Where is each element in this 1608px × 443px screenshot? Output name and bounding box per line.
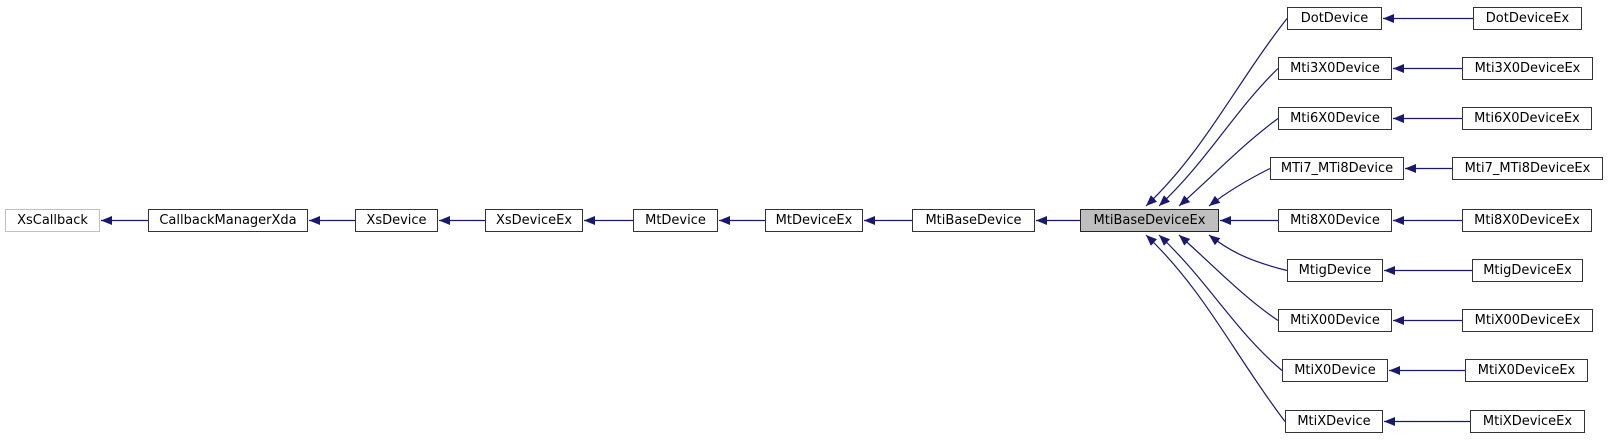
class-node-mtibasedeviceex-current[interactable]: MtiBaseDeviceEx: [1080, 209, 1219, 232]
class-node-mti7-mti8device[interactable]: MTi7_MTi8Device: [1270, 157, 1404, 180]
edge-mtix0device-to-mtibasedeviceex: [1158, 234, 1283, 371]
class-node-xscallback: XsCallback: [5, 209, 100, 232]
class-node-mti8x0deviceex[interactable]: Mti8X0DeviceEx: [1462, 209, 1592, 232]
edge-mtix00device-to-mtibasedeviceex: [1178, 234, 1279, 321]
class-node-mtibasedevice[interactable]: MtiBaseDevice: [912, 209, 1035, 232]
class-node-mti3x0deviceex[interactable]: Mti3X0DeviceEx: [1462, 57, 1593, 80]
edge-mti3x0device-to-mtibasedeviceex: [1158, 68, 1279, 207]
class-node-mtix0deviceex[interactable]: MtiX0DeviceEx: [1465, 359, 1588, 382]
class-node-dotdeviceex[interactable]: DotDeviceEx: [1473, 7, 1582, 30]
class-node-mti6x0deviceex[interactable]: Mti6X0DeviceEx: [1462, 107, 1592, 130]
edge-mti6x0device-to-mtibasedeviceex: [1178, 118, 1279, 207]
class-node-mti7-mti8deviceex[interactable]: Mti7_MTi8DeviceEx: [1452, 157, 1603, 180]
class-node-callbackmanagerxda[interactable]: CallbackManagerXda: [148, 209, 308, 232]
class-node-xsdevice[interactable]: XsDevice: [355, 209, 438, 232]
class-node-dotdevice[interactable]: DotDevice: [1287, 7, 1382, 30]
class-node-mtix00device[interactable]: MtiX00Device: [1278, 309, 1392, 332]
class-node-mtix0device[interactable]: MtiX0Device: [1282, 359, 1388, 382]
class-node-mtdeviceex[interactable]: MtDeviceEx: [765, 209, 863, 232]
edge-mti7mti8device-to-mtibasedeviceex: [1208, 167, 1271, 207]
class-node-mti6x0device[interactable]: Mti6X0Device: [1278, 107, 1392, 130]
class-node-mtigdevice[interactable]: MtigDevice: [1287, 259, 1383, 282]
class-node-xsdeviceex[interactable]: XsDeviceEx: [485, 209, 583, 232]
edge-mtigdevice-to-mtibasedeviceex: [1208, 234, 1288, 272]
class-node-mtdevice[interactable]: MtDevice: [633, 209, 718, 232]
class-node-mtigdeviceex[interactable]: MtigDeviceEx: [1472, 259, 1583, 282]
class-node-mti3x0device[interactable]: Mti3X0Device: [1278, 57, 1392, 80]
edge-dotdevice-to-mtibasedeviceex: [1145, 18, 1288, 207]
class-node-mti8x0device[interactable]: Mti8X0Device: [1278, 209, 1392, 232]
class-node-mtixdevice[interactable]: MtiXDevice: [1285, 410, 1383, 433]
class-node-mtixdeviceex[interactable]: MtiXDeviceEx: [1470, 410, 1585, 433]
edge-mtixdevice-to-mtibasedeviceex: [1145, 234, 1286, 422]
class-node-mtix00deviceex[interactable]: MtiX00DeviceEx: [1462, 309, 1593, 332]
